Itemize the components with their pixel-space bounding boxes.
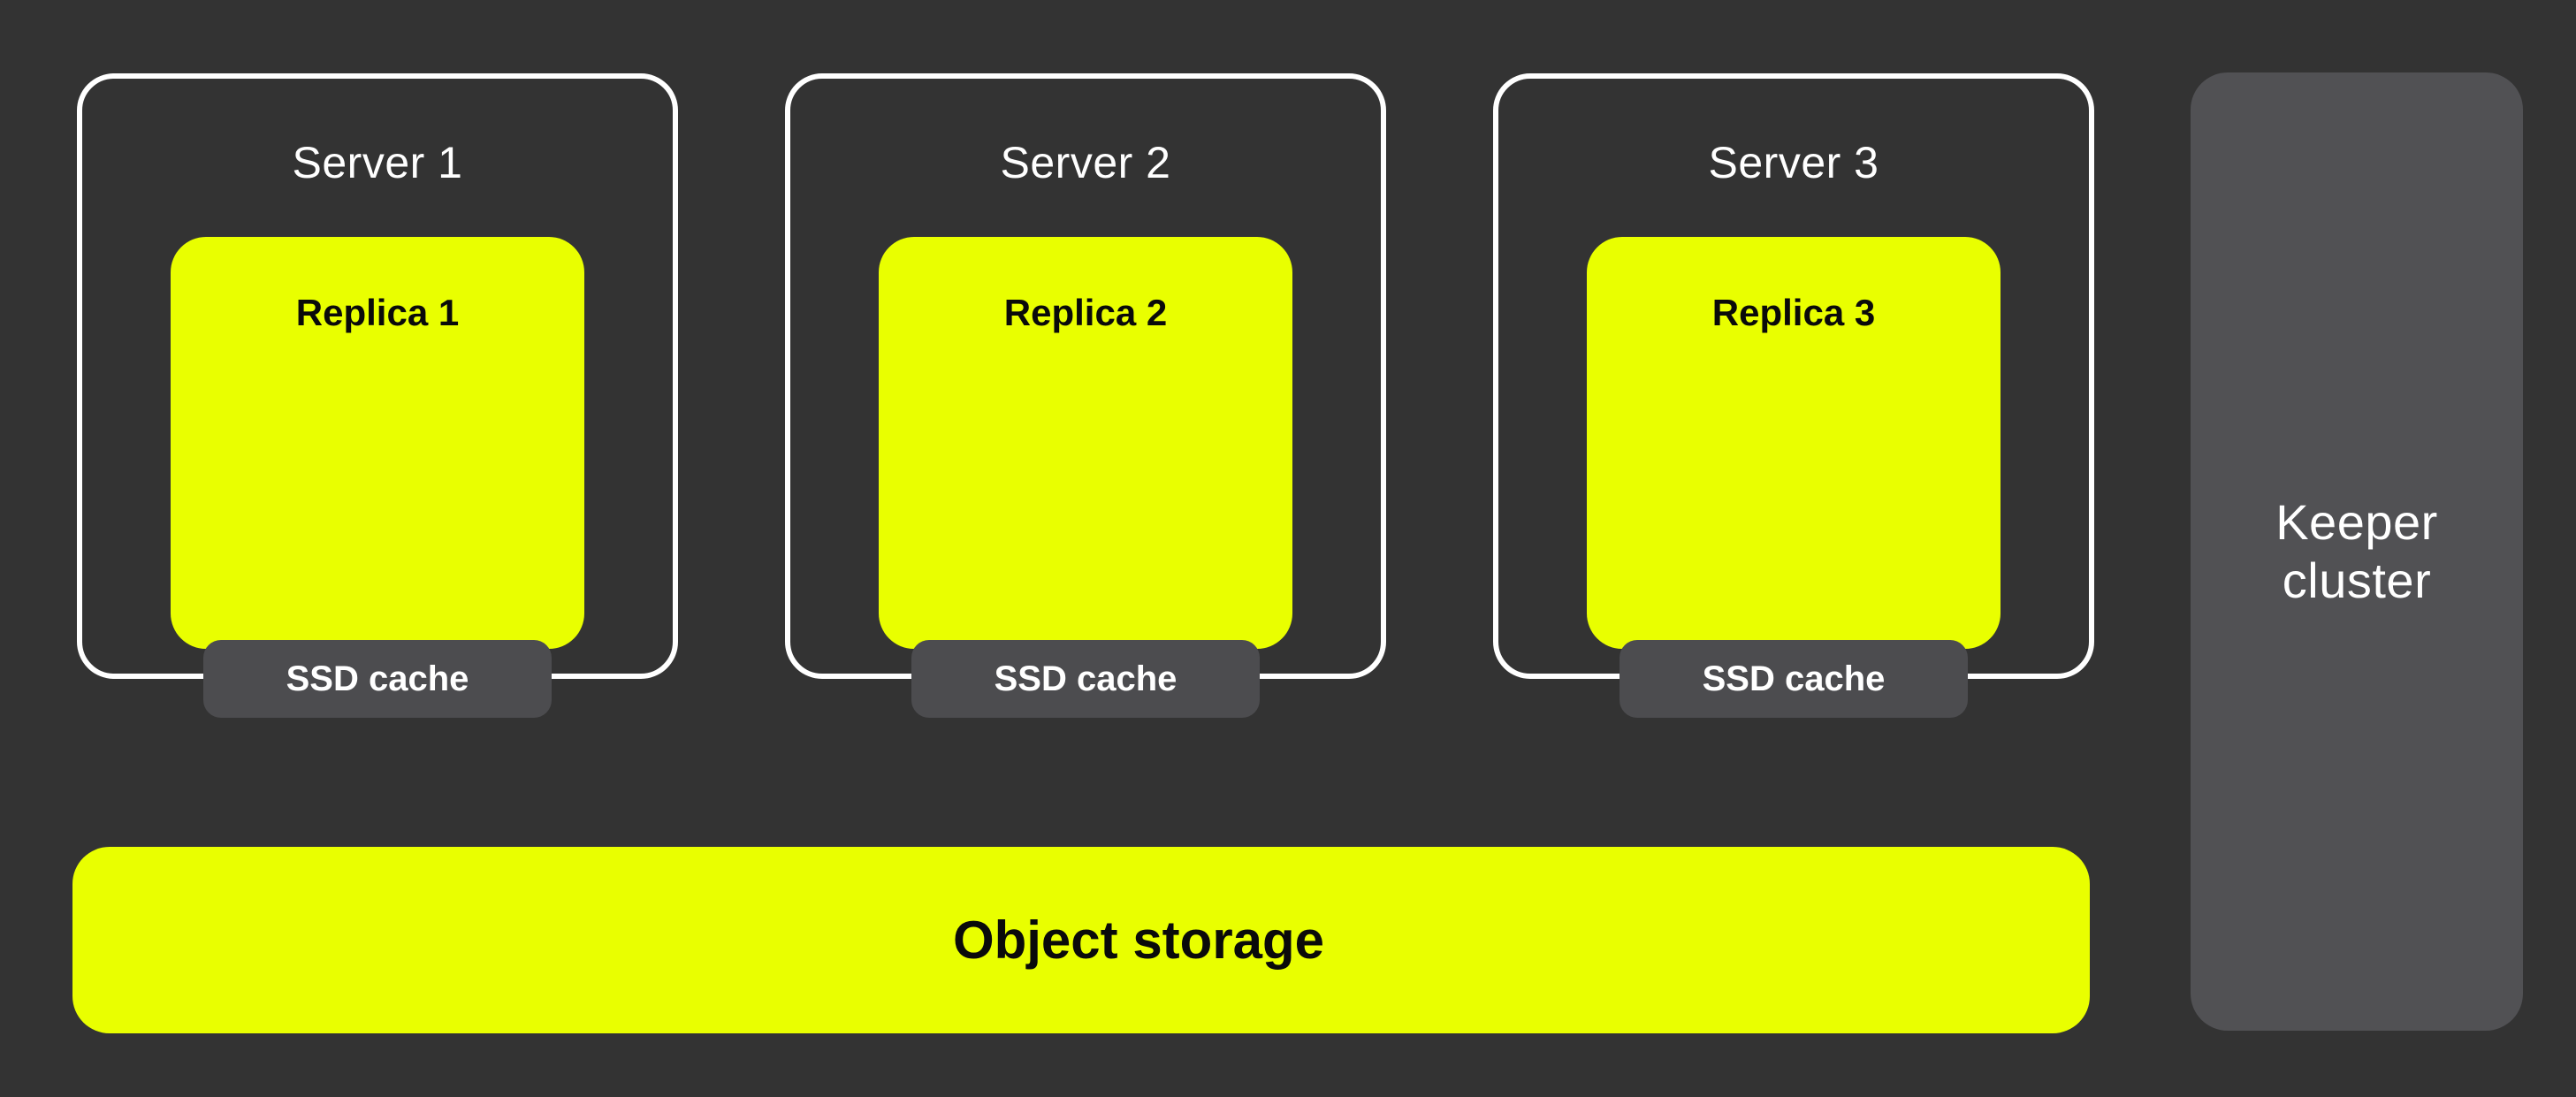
replica-3-label: Replica 3 <box>1711 292 1876 333</box>
replica-3-box: Replica 3 <box>1587 237 2001 649</box>
object-storage-bar: Object storage <box>72 847 2090 1033</box>
server-3-label: Server 3 <box>1708 138 1879 187</box>
server-2-label: Server 2 <box>1000 138 1171 187</box>
keeper-cluster-label-line2: cluster <box>2282 552 2432 608</box>
replica-1-box: Replica 1 <box>171 237 584 649</box>
ssd-cache-badge-2: SSD cache <box>911 640 1260 718</box>
server-1-box: Server 1 Replica 1 SSD cache <box>77 73 678 718</box>
replica-1-label: Replica 1 <box>295 292 460 333</box>
ssd-cache-label-3: SSD cache <box>1702 659 1886 698</box>
ssd-cache-badge-1: SSD cache <box>203 640 552 718</box>
keeper-cluster-label-line1: Keeper <box>2275 494 2438 550</box>
ssd-cache-label-1: SSD cache <box>286 659 469 698</box>
server-2-box: Server 2 Replica 2 SSD cache <box>785 73 1386 718</box>
server-1-label: Server 1 <box>292 138 463 187</box>
keeper-cluster-box: Keeper cluster <box>2191 72 2523 1031</box>
replica-2-box: Replica 2 <box>879 237 1292 649</box>
ssd-cache-badge-3: SSD cache <box>1620 640 1968 718</box>
ssd-cache-label-2: SSD cache <box>994 659 1177 698</box>
replica-2-label: Replica 2 <box>1003 292 1168 333</box>
server-3-box: Server 3 Replica 3 SSD cache <box>1493 73 2094 718</box>
object-storage-label: Object storage <box>952 910 1325 970</box>
